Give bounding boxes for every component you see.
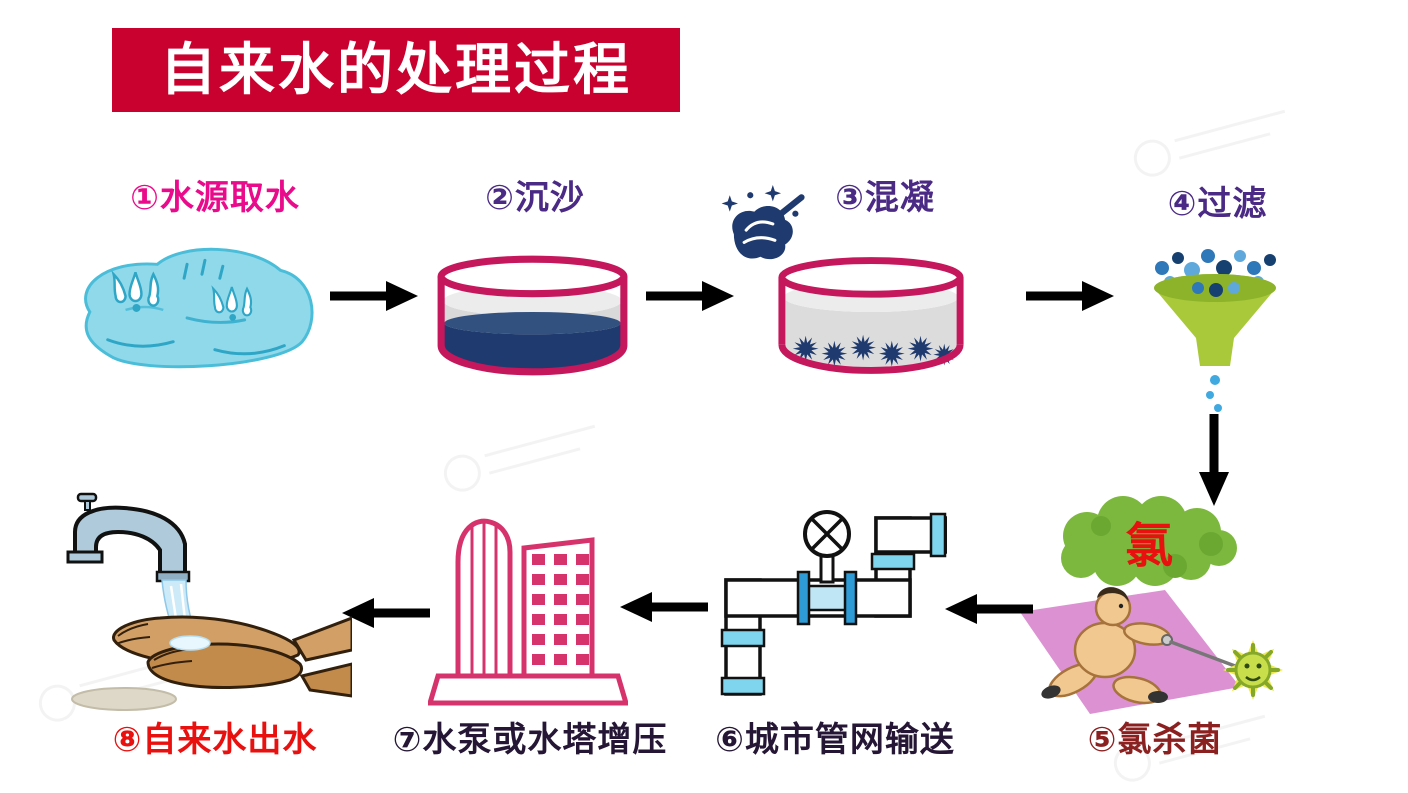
flow-arrow-down xyxy=(1199,414,1229,506)
fencer-character xyxy=(1041,587,1237,705)
pump-station-illustration xyxy=(428,518,628,706)
step-label-water-source: ①水源取水 xyxy=(130,179,300,217)
flow-arrow-right-2 xyxy=(646,281,734,311)
germ xyxy=(1226,643,1280,697)
sword xyxy=(1169,640,1237,668)
building-base xyxy=(428,673,628,706)
page-title: 自来水的处理过程 xyxy=(160,38,632,101)
tank-sediment xyxy=(444,323,621,370)
flow-arrow-left-3 xyxy=(342,598,430,628)
hand-washing-illustration xyxy=(66,492,352,711)
step-label-pump-pressurization: ⑦水泵或水塔增压 xyxy=(392,721,668,759)
mixer-icon xyxy=(721,185,805,260)
flow-arrow-right-3 xyxy=(1026,281,1114,311)
watermark xyxy=(1133,109,1286,177)
chlorine-disinfection-illustration: 氯 xyxy=(1020,496,1283,714)
faucet xyxy=(66,492,191,583)
coagulation-tank-illustration xyxy=(778,257,964,374)
valve xyxy=(796,510,858,626)
pipe-network-illustration xyxy=(720,510,947,696)
settling-tank-illustration xyxy=(437,255,628,376)
flow-arrow-left-1 xyxy=(945,594,1033,624)
step-label-pipe-network: ⑥城市管网输送 xyxy=(715,721,955,759)
hands xyxy=(112,615,352,698)
chlorine-cloud: 氯 xyxy=(1061,496,1237,586)
watermark xyxy=(1113,714,1266,782)
step-label-tap-water-output: ⑧自来水出水 xyxy=(112,721,318,759)
filtered-drops xyxy=(1206,375,1222,412)
watermark xyxy=(443,424,596,492)
pond-water xyxy=(84,247,314,369)
puddle xyxy=(71,687,177,711)
step-label-filtration: ④过滤 xyxy=(1167,185,1268,223)
building-windows xyxy=(532,554,589,665)
flow-arrow-left-2 xyxy=(620,592,708,622)
water-foam xyxy=(169,635,211,651)
step-label-sand-settling: ②沉沙 xyxy=(485,179,585,217)
filter-funnel-illustration xyxy=(1154,249,1276,412)
pond-illustration xyxy=(84,247,314,369)
step-label-chlorine-disinfection: ⑤氯杀菌 xyxy=(1087,721,1223,759)
step-label-coagulation: ③混凝 xyxy=(835,179,935,217)
rain-drops xyxy=(182,258,225,280)
chlorine-cloud-text: 氯 xyxy=(1125,520,1173,573)
title-banner: 自来水的处理过程 xyxy=(112,28,680,112)
flow-arrow-right-1 xyxy=(330,281,418,311)
